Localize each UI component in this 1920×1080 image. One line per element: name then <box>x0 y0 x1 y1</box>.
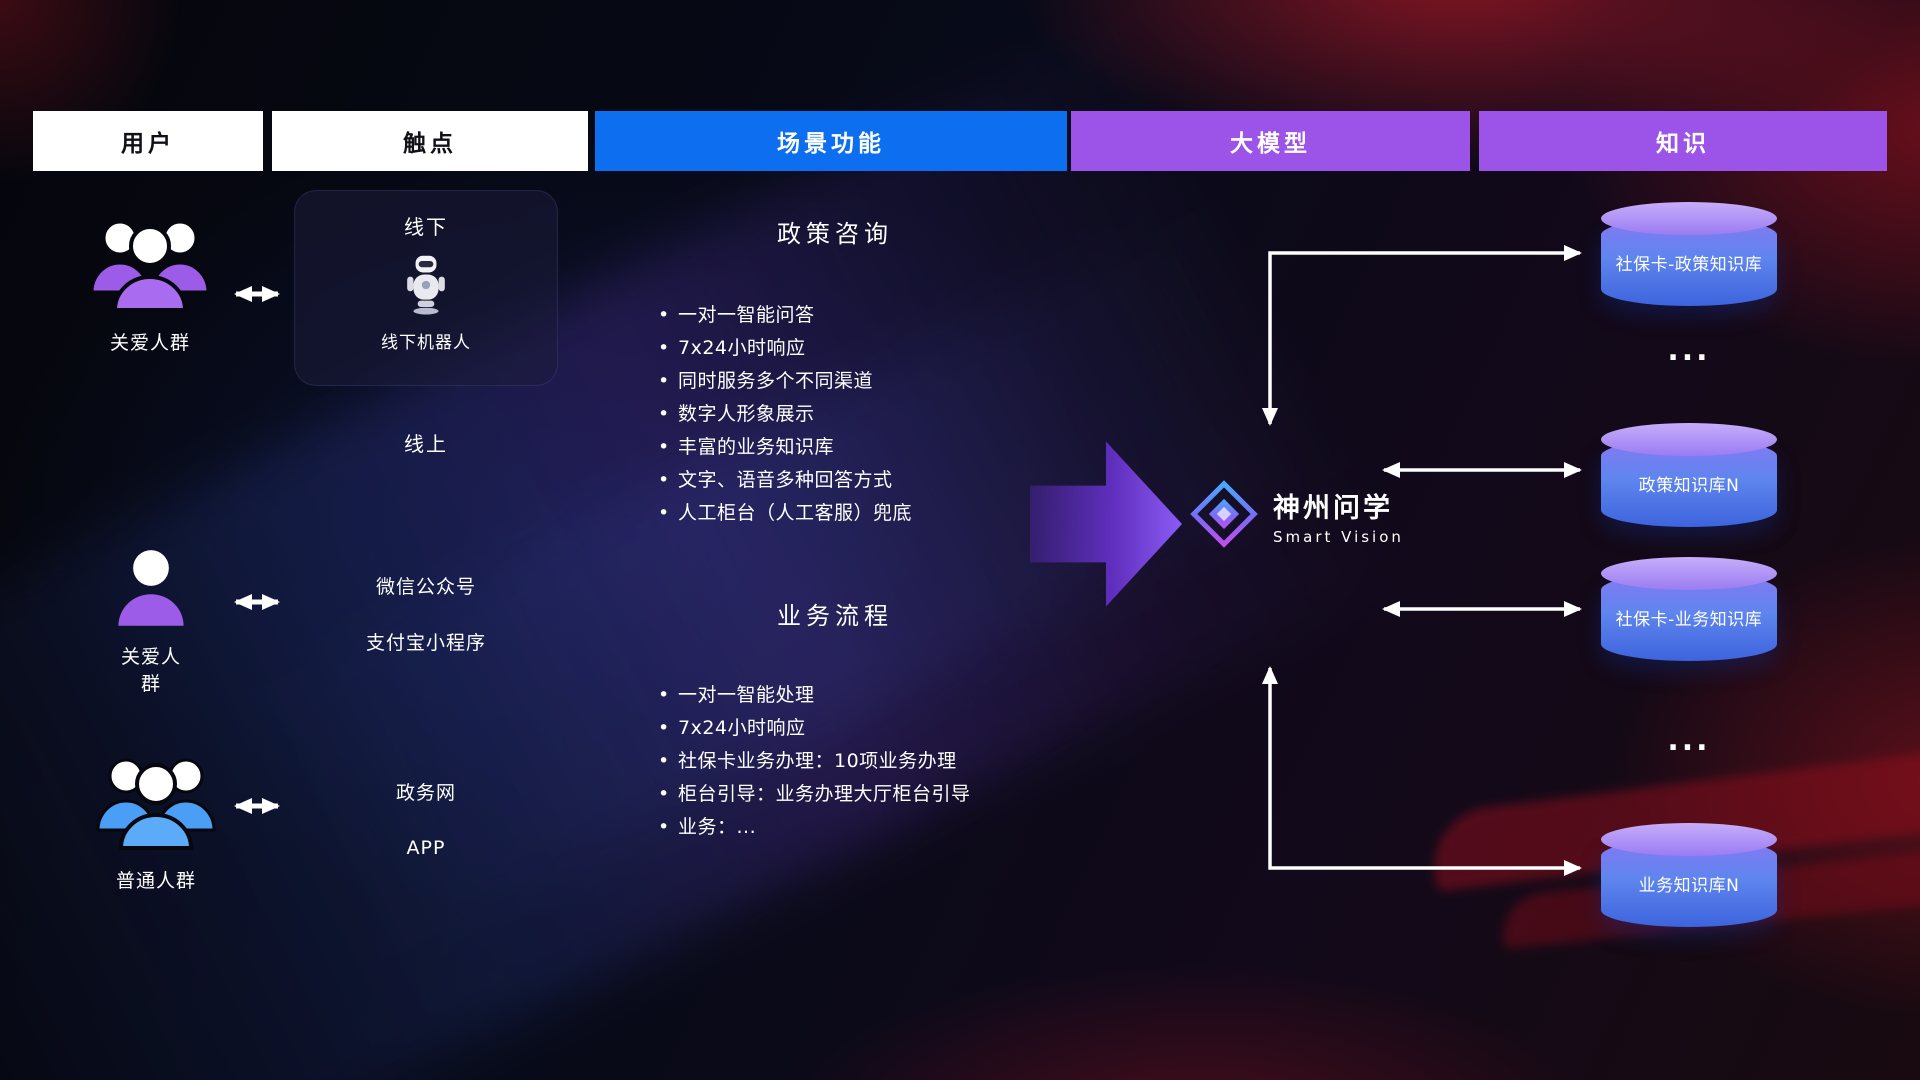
touchpoint-app: APP <box>406 837 446 859</box>
touchpoint-gov-web: 政务网 <box>395 782 456 804</box>
offline-robot-label: 线下机器人 <box>381 333 471 353</box>
user-group-general: 普通人群 <box>91 750 221 893</box>
knowledge-db-policy-n: 政策知识库N <box>1601 423 1777 527</box>
user-group-label: 普通人群 <box>115 870 196 892</box>
group-people-blue-icon <box>91 758 221 858</box>
column-header-scenarios: 场景功能 <box>595 111 1067 171</box>
policy-consultation-section: 政策咨询 一对一智能问答 7x24小时响应 同时服务多个不同渠道 数字人形象展示… <box>600 214 1070 530</box>
policy-feature-list: 一对一智能问答 7x24小时响应 同时服务多个不同渠道 数字人形象展示 丰富的业… <box>600 299 1070 530</box>
knowledge-db-label: 社保卡-政策知识库 <box>1615 254 1763 275</box>
database-icon-top <box>1601 823 1777 856</box>
policy-feature-item: 人工柜台（人工客服）兜底 <box>658 497 1070 530</box>
business-feature-item: 柜台引导：业务办理大厅柜台引导 <box>658 778 1070 811</box>
business-feature-item: 一对一智能处理 <box>658 679 1070 712</box>
policy-feature-item: 同时服务多个不同渠道 <box>658 365 1070 398</box>
policy-feature-item: 7x24小时响应 <box>658 332 1070 365</box>
robot-icon <box>403 252 449 318</box>
ellipsis: ... <box>1667 333 1711 368</box>
user-group-care-1: 关爱人群 <box>85 212 215 355</box>
brand-subtitle: Smart Vision <box>1273 528 1404 546</box>
column-header-users: 用户 <box>33 111 263 171</box>
offline-touchpoint-card: 线下 线下机器人 <box>294 190 558 386</box>
touchpoint-alipay: 支付宝小程序 <box>365 632 486 654</box>
knowledge-db-label: 政策知识库N <box>1638 475 1740 496</box>
brand-name: 神州问学 <box>1273 493 1393 524</box>
database-icon-top <box>1601 557 1777 590</box>
model-brand: 神州问学 Smart Vision <box>1188 478 1404 554</box>
single-person-purple-icon <box>113 550 189 634</box>
user-group-label: 关爱人群 <box>120 646 181 695</box>
touchpoint-wechat: 微信公众号 <box>375 576 476 598</box>
user-group-label: 关爱人群 <box>109 332 190 354</box>
policy-feature-item: 丰富的业务知识库 <box>658 431 1070 464</box>
business-process-section: 业务流程 一对一智能处理 7x24小时响应 社保卡业务办理：10项业务办理 柜台… <box>600 596 1070 844</box>
knowledge-db-business-ssc: 社保卡-业务知识库 <box>1601 557 1777 661</box>
database-icon-top <box>1601 423 1777 456</box>
knowledge-db-label: 社保卡-业务知识库 <box>1615 609 1763 630</box>
knowledge-db-label: 业务知识库N <box>1638 875 1740 896</box>
online-title: 线上 <box>404 432 448 456</box>
business-feature-item: 7x24小时响应 <box>658 712 1070 745</box>
policy-feature-item: 文字、语音多种回答方式 <box>658 464 1070 497</box>
group-people-purple-icon <box>85 220 215 320</box>
column-header-knowledge: 知识 <box>1479 111 1887 171</box>
business-feature-item: 社保卡业务办理：10项业务办理 <box>658 745 1070 778</box>
connector-model-to-db1 <box>1262 245 1582 426</box>
business-section-title: 业务流程 <box>777 602 893 630</box>
user-group-care-2: 关爱人群 <box>113 548 189 696</box>
knowledge-db-policy-ssc: 社保卡-政策知识库 <box>1601 202 1777 306</box>
database-icon-top <box>1601 202 1777 235</box>
diamond-gem-icon <box>1188 478 1260 554</box>
column-header-touchpoints: 触点 <box>272 111 588 171</box>
policy-section-title: 政策咨询 <box>777 220 893 248</box>
knowledge-db-business-n: 业务知识库N <box>1601 823 1777 927</box>
offline-title: 线下 <box>404 215 448 239</box>
business-feature-list: 一对一智能处理 7x24小时响应 社保卡业务办理：10项业务办理 柜台引导：业务… <box>600 679 1070 844</box>
policy-feature-item: 数字人形象展示 <box>658 398 1070 431</box>
business-feature-item: 业务：... <box>658 811 1070 844</box>
ellipsis: ... <box>1667 723 1711 758</box>
policy-feature-item: 一对一智能问答 <box>658 299 1070 332</box>
column-header-model: 大模型 <box>1071 111 1470 171</box>
connector-model-to-db4 <box>1262 666 1582 876</box>
